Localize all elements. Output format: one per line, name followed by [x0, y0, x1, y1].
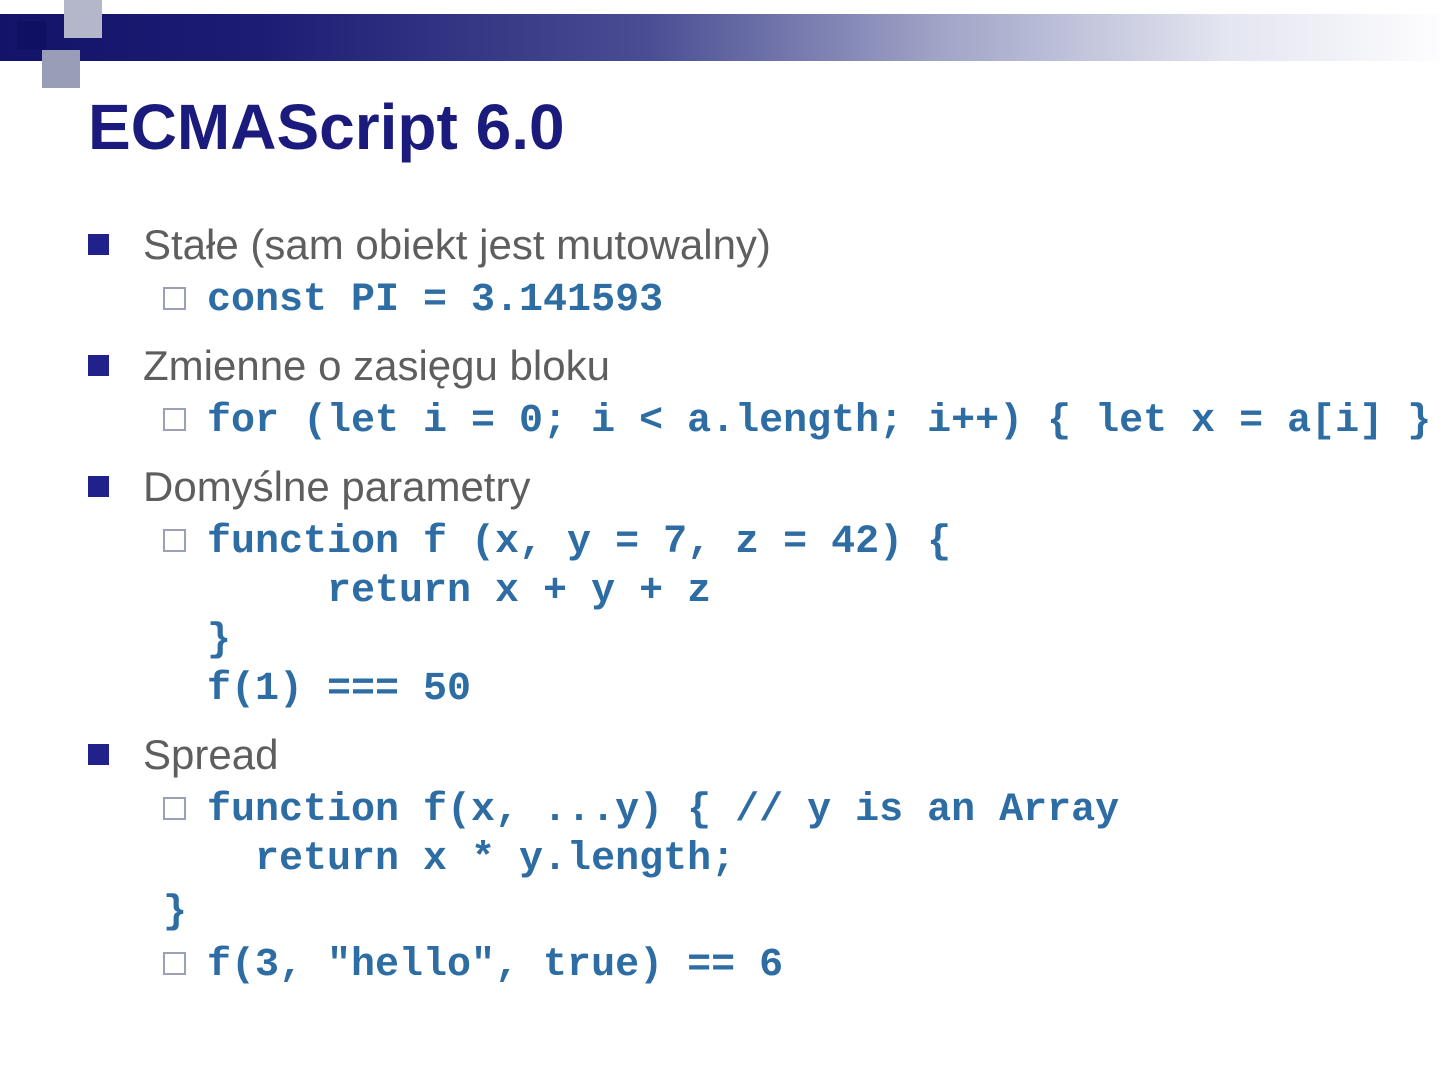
code-item-default-params: function f (x, y = 7, z = 42) { return x…	[88, 518, 1440, 714]
bullet-item-default-params: Domyślne parametry	[88, 460, 1440, 514]
hollow-square-bullet-icon	[163, 529, 186, 552]
bullet-label: Stałe (sam obiekt jest mutowalny)	[143, 221, 771, 268]
header-gradient-bar	[0, 14, 1440, 61]
bullet-item-constants: Stałe (sam obiekt jest mutowalny)	[88, 218, 1440, 272]
hollow-square-bullet-icon	[163, 797, 186, 820]
hollow-square-bullet-icon	[163, 287, 186, 310]
decor-square-navy-icon	[17, 21, 46, 50]
code-snippet: for (let i = 0; i < a.length; i++) { let…	[207, 399, 1432, 444]
bullet-label: Zmienne o zasięgu bloku	[143, 342, 610, 389]
bullet-label: Spread	[143, 731, 279, 778]
filled-square-bullet-icon	[88, 234, 109, 255]
code-item-spread-call: f(3, "hello", true) == 6	[88, 941, 1440, 990]
code-snippet: f(3, "hello", true) == 6	[207, 943, 784, 988]
code-snippet: function f(x, ...y) { // y is an Array r…	[207, 788, 1120, 882]
bullet-label: Domyślne parametry	[143, 463, 531, 510]
decor-square-grey-bottom-icon	[42, 50, 80, 88]
slide-title: ECMAScript 6.0	[88, 91, 565, 163]
slide-body: Stałe (sam obiekt jest mutowalny) const …	[88, 204, 1440, 990]
code-snippet: function f (x, y = 7, z = 42) { return x…	[207, 520, 952, 712]
bullet-item-block-scope: Zmienne o zasięgu bloku	[88, 339, 1440, 393]
filled-square-bullet-icon	[88, 476, 109, 497]
code-item-spread-closing-brace: }	[88, 888, 1440, 937]
code-item-const-pi: const PI = 3.141593	[88, 276, 1440, 325]
code-item-spread-fn: function f(x, ...y) { // y is an Array r…	[88, 786, 1440, 884]
code-snippet: const PI = 3.141593	[207, 278, 664, 323]
filled-square-bullet-icon	[88, 744, 109, 765]
hollow-square-bullet-icon	[163, 408, 186, 431]
filled-square-bullet-icon	[88, 355, 109, 376]
hollow-square-bullet-icon	[163, 952, 186, 975]
code-item-for-let: for (let i = 0; i < a.length; i++) { let…	[88, 397, 1440, 446]
code-snippet: }	[163, 890, 188, 935]
bullet-item-spread: Spread	[88, 728, 1440, 782]
decor-square-grey-top-icon	[64, 0, 102, 38]
